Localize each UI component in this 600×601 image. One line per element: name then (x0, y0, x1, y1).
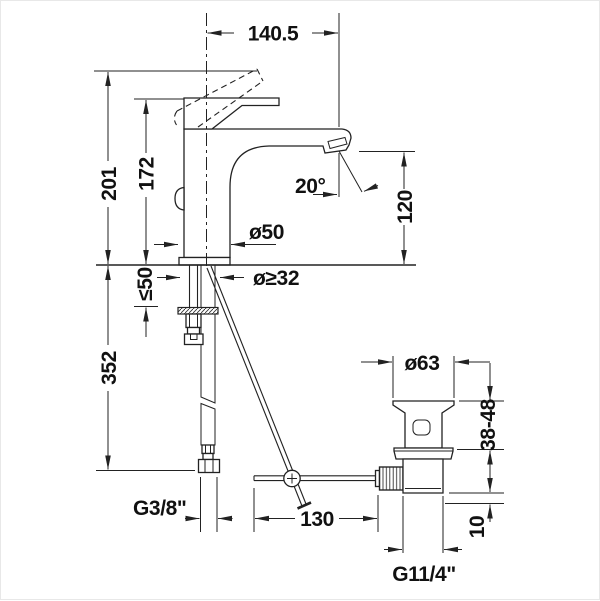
dimension-supply-thread: G3/8" (133, 477, 233, 532)
dimension-height-lever: 172 (134, 98, 184, 264)
pivot-joint (283, 469, 301, 488)
locknut-offset-label: 10 (466, 516, 489, 539)
dimension-max-mounting-thickness: ≤50 (134, 267, 158, 337)
faucet-base-flange (178, 256, 231, 266)
aerator-icon (327, 136, 348, 150)
waste-slot (412, 419, 431, 436)
max-mounting-thickness-label: ≤50 (134, 267, 157, 301)
dimension-spray-angle: 20° (295, 150, 379, 198)
spout-height-label: 120 (394, 190, 417, 224)
clamping-range-label: 38-48 (477, 398, 500, 450)
dimension-locknut-offset: 10 (445, 471, 504, 538)
faucet-lever (183, 97, 280, 130)
dimension-rod-length: 130 (253, 488, 379, 532)
below-deck-length-label: 352 (98, 351, 121, 385)
waste-flange (392, 400, 455, 449)
dimension-min-hole-diameter: ø≥32 (157, 267, 300, 290)
spray-angle-label: 20° (295, 175, 326, 198)
dimension-overall-width: 140.5 (207, 13, 340, 127)
dimension-waste-flange-diameter: ø63 (361, 352, 490, 398)
supply-hose (197, 264, 221, 474)
dimension-clamping-range: 38-48 (457, 363, 504, 471)
waste-body (402, 458, 444, 494)
dimension-height-open-lever: 201 (94, 70, 257, 264)
waste-thread-label: G11/4" (392, 563, 456, 586)
pop-up-knob (174, 186, 185, 211)
supply-hex-nut (197, 458, 221, 474)
min-hole-diameter-label: ø≥32 (253, 267, 299, 290)
hose-collar (202, 452, 214, 461)
faucet-body-outline (174, 97, 352, 266)
height-lever-label: 172 (136, 157, 159, 191)
rod-length-label: 130 (300, 508, 334, 531)
dimension-waste-thread: G11/4" (384, 496, 462, 586)
dimension-spout-height: 120 (359, 151, 417, 264)
lever-rod (253, 475, 379, 482)
overall-width-label: 140.5 (248, 23, 299, 46)
tailpiece (188, 265, 199, 308)
raised-lever-dashed (173, 68, 264, 128)
waste-locknut (393, 447, 454, 460)
waste-flange-diameter-label: ø63 (405, 352, 440, 375)
dimension-base-diameter: ø50 (154, 221, 284, 248)
base-diameter-label: ø50 (249, 221, 284, 244)
mounting-clamp (177, 306, 219, 346)
drain-assembly (374, 400, 455, 494)
height-open-lever-label: 201 (98, 166, 121, 201)
pop-up-rod (206, 265, 312, 510)
dimension-below-deck-length: 352 (96, 266, 195, 471)
supply-thread-label: G3/8" (133, 497, 186, 520)
